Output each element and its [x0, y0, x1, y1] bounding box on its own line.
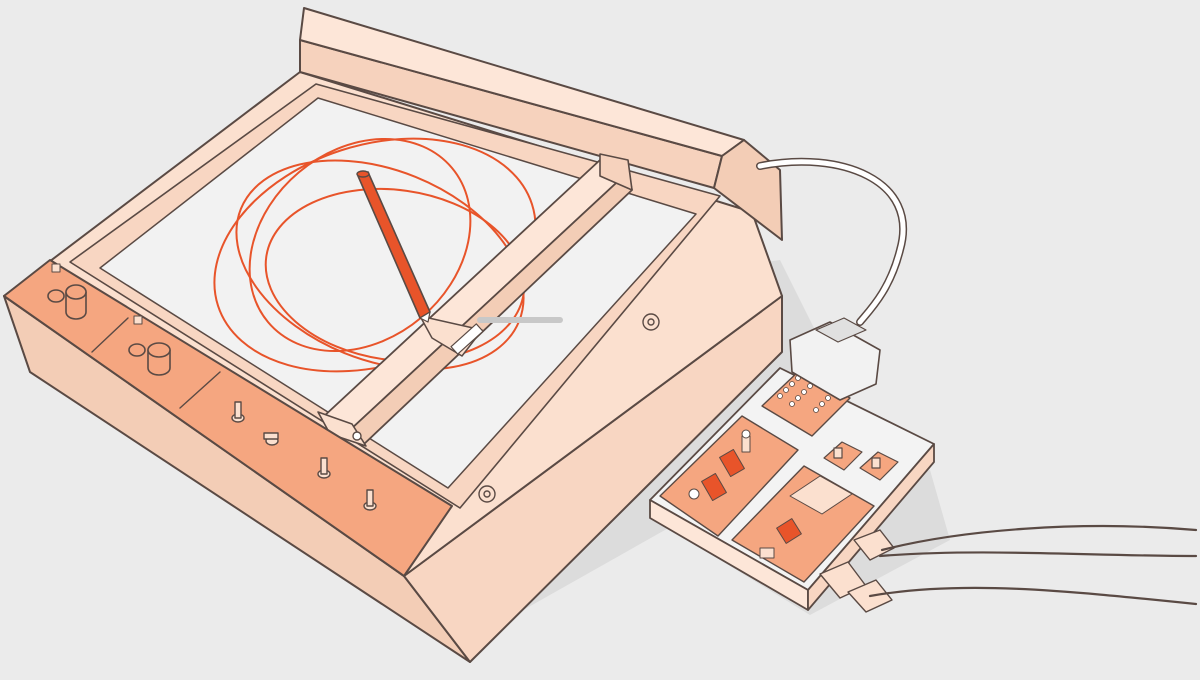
breadboard-components [688, 429, 751, 502]
control-panel [3, 259, 453, 577]
usb-port-icon[interactable] [819, 529, 895, 613]
db25-connector-icon [789, 317, 881, 401]
gantry-screw [352, 431, 362, 441]
screw-icon [478, 313, 660, 503]
board-chips [759, 475, 853, 559]
breadboard [659, 415, 799, 537]
toggle-switch-icon[interactable] [231, 401, 377, 511]
gantry-rail-end [599, 153, 633, 191]
panel-dividers [91, 317, 221, 409]
output-cables [868, 524, 1198, 606]
plotter [3, 7, 783, 663]
pen-carriage [419, 315, 563, 357]
panel-indicators [51, 263, 143, 325]
gantry-arm [317, 153, 633, 447]
small-module [823, 441, 899, 481]
pen-icon [356, 170, 431, 323]
knob-icon[interactable] [47, 284, 171, 376]
controller-board [649, 317, 935, 613]
